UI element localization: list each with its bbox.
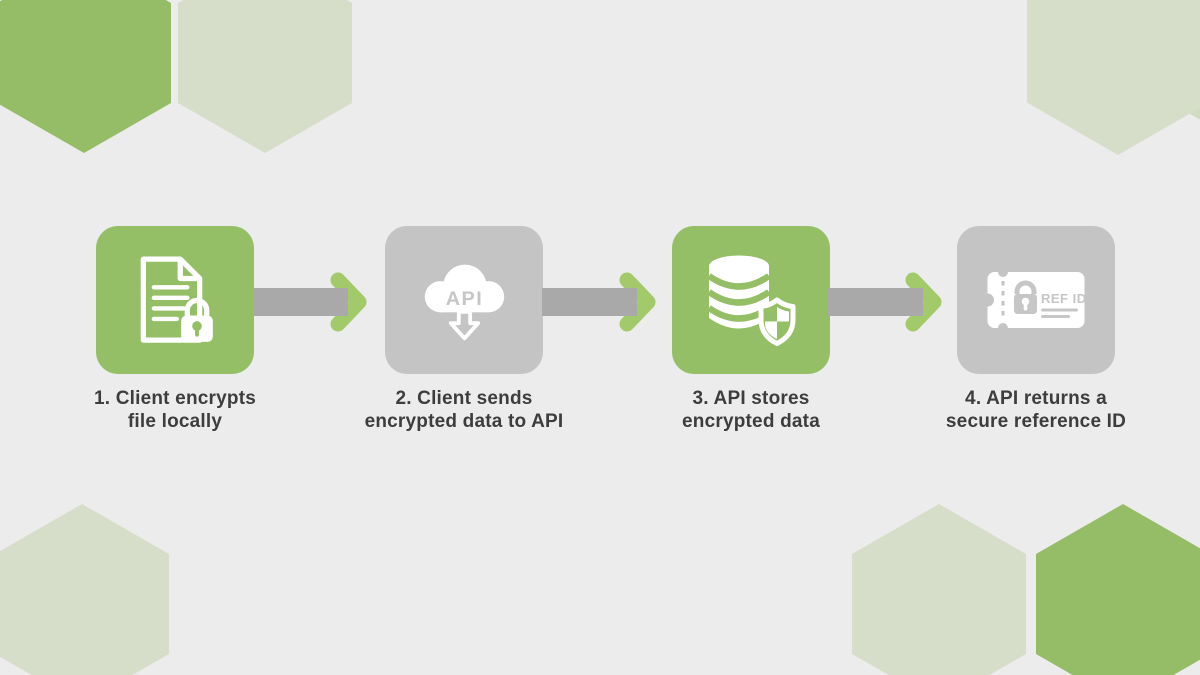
flow-arrow-3: [828, 272, 942, 332]
ticket-ref-id-icon: REF ID: [986, 269, 1086, 331]
step-4-label-line1: 4. API returns a: [965, 388, 1107, 409]
lock-icon: [1014, 280, 1037, 294]
arrow-shaft: [542, 288, 637, 316]
step-4-caption: 4. API returns a secure reference ID: [906, 387, 1166, 433]
step-1-label-line1: 1. Client encrypts: [94, 388, 256, 409]
ref-id-label: REF ID: [1041, 291, 1086, 306]
arrow-shaft: [253, 288, 348, 316]
encrypted-file-icon: [140, 256, 213, 343]
step-1-caption: 1. Client encrypts file locally: [45, 387, 305, 433]
hexagon-bottom-right-light: [852, 504, 1026, 675]
hexagon-top-left-light: [178, 0, 352, 153]
step-4-label-line2: secure reference ID: [945, 411, 1127, 432]
arrow-chevron-icon: [330, 272, 367, 332]
step-4-box: REF ID: [957, 226, 1115, 374]
step-3-label-line1: 3. API stores: [692, 388, 810, 409]
hexagon-top-left-dark: [0, 0, 171, 153]
flow-arrow-2: [542, 272, 656, 332]
database-shield-icon: [707, 255, 796, 346]
hexagon-bottom-right-dark: [1036, 504, 1200, 675]
download-arrow-icon: [448, 309, 481, 340]
step-2-label-line2: encrypted data to API: [364, 411, 564, 432]
step-3-label-line2: encrypted data: [682, 411, 820, 432]
arrow-chevron-icon: [905, 272, 942, 332]
hexagon-top-right-light: [1027, 0, 1200, 155]
step-1-box: [96, 226, 254, 374]
step-2-caption: 2. Client sends encrypted data to API: [334, 387, 594, 433]
step-4: REF ID 4. API returns a secure reference…: [906, 226, 1166, 433]
step-3-caption: 3. API stores encrypted data: [621, 387, 881, 433]
arrow-chevron-icon: [619, 272, 656, 332]
cloud-api-label: API: [446, 288, 483, 310]
step-2-label-line1: 2. Client sends: [395, 388, 533, 409]
flow-arrow-1: [253, 272, 367, 332]
step-1-label-line2: file locally: [127, 411, 223, 432]
step-3: 3. API stores encrypted data: [621, 226, 881, 433]
step-2: API 2. Client sends encrypted data to AP…: [334, 226, 594, 433]
step-3-box: [672, 226, 830, 374]
hexagon-bottom-left-light: [0, 504, 169, 675]
step-2-box: API: [385, 226, 543, 374]
arrow-shaft: [828, 288, 923, 316]
cloud-api-icon: API: [424, 264, 505, 340]
step-1: 1. Client encrypts file locally: [45, 226, 305, 433]
